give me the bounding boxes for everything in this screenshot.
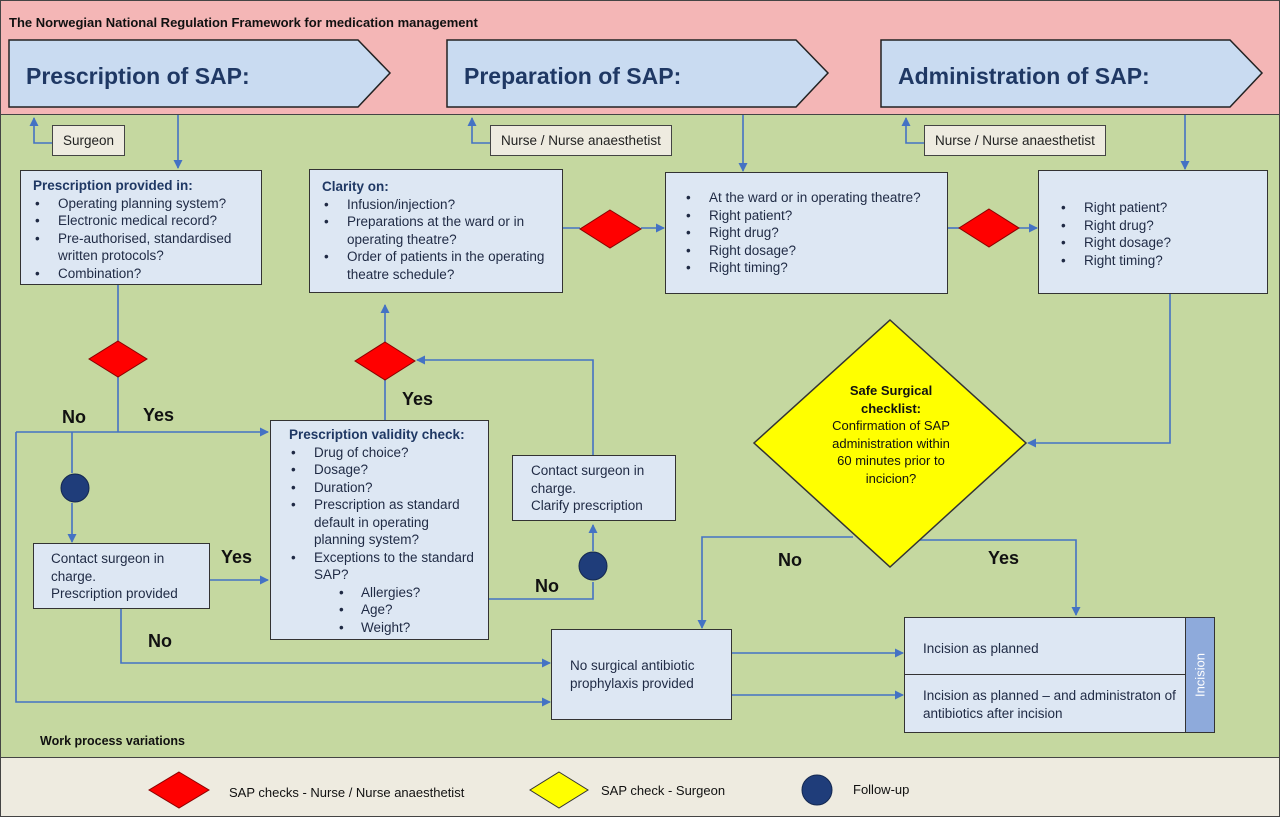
incision-after-box: Incision as planned – and administraton … <box>904 674 1186 733</box>
list-item: Dosage? <box>289 461 482 479</box>
box-text: Contact surgeon in charge. <box>51 551 165 584</box>
list-item: Right dosage? <box>684 242 941 260</box>
box-text: Incision as planned <box>923 641 1039 656</box>
list-item: Operating planning system? <box>33 195 255 213</box>
list-item: Pre-authorised, standardised written pro… <box>33 230 255 265</box>
box-text: No surgical antibiotic prophylaxis provi… <box>570 658 695 691</box>
no-sap-box: No surgical antibiotic prophylaxis provi… <box>551 629 732 720</box>
label-yes: Yes <box>988 548 1020 568</box>
work-process-label: Work process variations <box>40 734 185 748</box>
list-item: Right patient? <box>684 207 941 225</box>
safe-checklist-title: Safe Surgical checklist: <box>849 383 933 416</box>
framework-title: The Norwegian National Regulation Framew… <box>9 15 478 30</box>
list-item: Right timing? <box>684 259 941 277</box>
label-no: No <box>535 576 559 596</box>
stage-label: Preparation of SAP: <box>464 63 682 89</box>
list-item: Electronic medical record? <box>33 212 255 230</box>
list-item: Right drug? <box>684 224 941 242</box>
box-text: Clarify prescription <box>531 498 643 513</box>
stage-administration: Administration of SAP: <box>880 39 1264 108</box>
box-title: Clarity on: <box>322 179 389 194</box>
list-item: Infusion/injection? <box>322 196 556 214</box>
list-item: Drug of choice? <box>289 444 482 462</box>
label-yes: Yes <box>143 405 175 425</box>
validity-check-box: Prescription validity check: Drug of cho… <box>270 420 489 640</box>
legend-label: SAP check - Surgeon <box>601 783 726 798</box>
list-subitem: Allergies? <box>289 584 482 602</box>
clarity-box: Clarity on: Infusion/injection? Preparat… <box>309 169 563 293</box>
stage-label: Administration of SAP: <box>898 63 1150 89</box>
box-title: Prescription provided in: <box>33 178 193 193</box>
list-item: Right timing? <box>1059 252 1261 270</box>
incision-tab-label: Incision <box>1192 652 1208 698</box>
box-text: Incision as planned – and administraton … <box>923 688 1176 721</box>
list-item: At the ward or in operating theatre? <box>684 189 941 207</box>
incision-tab: Incision <box>1185 617 1215 733</box>
box-title: Prescription validity check: <box>289 427 465 442</box>
stage-label: Prescription of SAP: <box>26 63 250 89</box>
list-subitem: Weight? <box>289 619 482 637</box>
list-item: Order of patients in the operating theat… <box>322 248 556 283</box>
list-item: Right dosage? <box>1059 234 1261 252</box>
safe-checklist-question: Confirmation of SAP administration withi… <box>832 418 950 486</box>
label-yes: Yes <box>402 389 434 409</box>
administration-checks-box: Right patient? Right drug? Right dosage?… <box>1038 170 1268 294</box>
contact-surgeon-provided-box: Contact surgeon in charge. Prescription … <box>33 543 210 609</box>
stage-preparation: Preparation of SAP: <box>446 39 830 108</box>
contact-surgeon-clarify-box: Contact surgeon in charge. Clarify presc… <box>512 455 676 521</box>
box-text: Contact surgeon in charge. <box>531 463 645 496</box>
stage-prescription: Prescription of SAP: <box>8 39 392 108</box>
label-yes: Yes <box>221 547 253 567</box>
list-subitem: Age? <box>289 601 482 619</box>
incision-planned-box: Incision as planned <box>904 617 1186 675</box>
label-no: No <box>62 407 86 427</box>
safe-checklist-text: Safe Surgical checklist: Confirmation of… <box>826 382 956 487</box>
label-no: No <box>148 631 172 651</box>
list-item: Duration? <box>289 479 482 497</box>
box-text: Prescription provided <box>51 586 178 601</box>
list-item: Right patient? <box>1059 199 1261 217</box>
list-item: Right drug? <box>1059 217 1261 235</box>
role-surgeon: Surgeon <box>52 125 126 156</box>
legend-label: Follow-up <box>853 782 910 797</box>
list-item: Exceptions to the standard SAP? <box>289 549 482 584</box>
prescription-provided-box: Prescription provided in: Operating plan… <box>20 170 262 285</box>
role-nurse-administration: Nurse / Nurse anaesthetist <box>924 125 1106 156</box>
label-no: No <box>778 550 802 570</box>
list-item: Preparations at the ward or in operating… <box>322 213 556 248</box>
list-item: Prescription as standard default in oper… <box>289 496 482 549</box>
role-nurse-preparation: Nurse / Nurse anaesthetist <box>490 125 672 156</box>
preparation-checks-box: At the ward or in operating theatre? Rig… <box>665 172 948 294</box>
list-item: Combination? <box>33 265 255 283</box>
legend-label: SAP checks - Nurse / Nurse anaesthetist <box>229 785 465 800</box>
